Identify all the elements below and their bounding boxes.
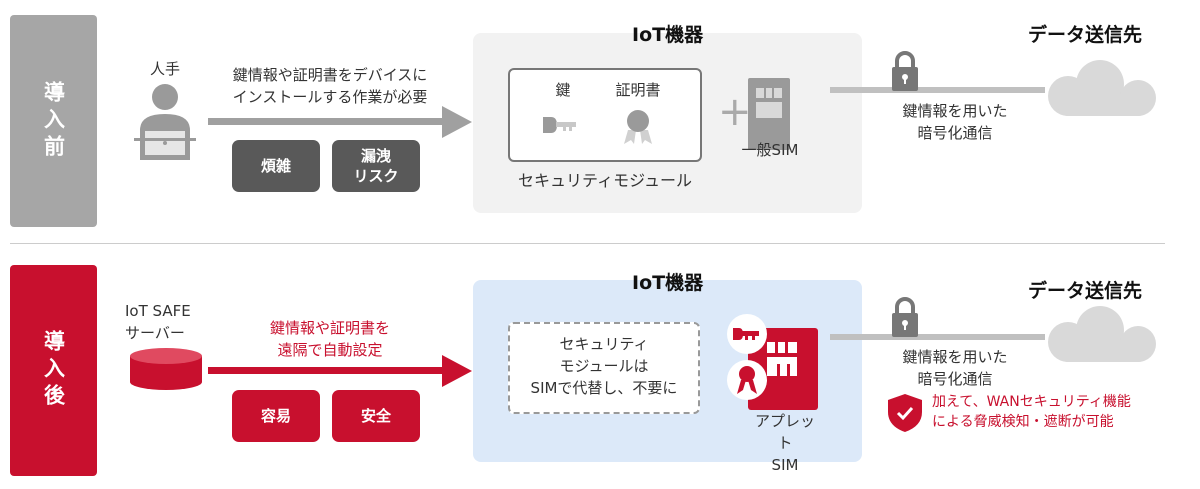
key-icon [543,117,576,133]
iot-device-title: IoT機器 [632,24,704,46]
certificate-label: 証明書 [615,81,661,99]
before-label: 導入前 [10,15,97,227]
before-arrow [208,106,472,138]
actor-label: 人手 [149,60,180,78]
connection-line-after [830,334,1045,340]
wan-security-note: 加えて、WANセキュリティ機能 による脅威検知・遮断が可能 [932,394,1131,430]
iot-device-title-after: IoT機器 [632,272,704,294]
connection-line [830,87,1045,93]
security-module-label: セキュリティモジュール [518,171,692,190]
server-database-icon [130,348,202,390]
applet-sim-icon [727,314,818,410]
certificate-icon [624,110,652,144]
server-label: IoT SAFE サーバー [125,302,191,342]
encrypted-link-text: 鍵情報を用いた 暗号化通信 [902,102,1008,142]
encrypted-link-text-after: 鍵情報を用いた 暗号化通信 [902,348,1008,388]
destination-title-after: データ送信先 [1028,280,1143,302]
badge-complex: 煩雑 [232,140,320,192]
person-laptop-icon [134,84,196,160]
before-arrow-text: 鍵情報や証明書をデバイスに インストールする作業が必要 [232,66,428,106]
applet-sim-label: アプレット SIM [754,412,815,474]
shield-check-icon [888,394,922,432]
lock-icon [892,297,918,337]
sim-card-icon [748,78,790,150]
after-arrow-text: 鍵情報や証明書を 遠隔で自動設定 [269,319,390,359]
cloud-icon [1048,306,1156,362]
after-label: 導入後 [10,265,97,476]
cloud-icon [1048,60,1156,116]
after-arrow [208,355,472,387]
module-replaced-box [508,322,700,414]
lock-icon [892,51,918,91]
badge-easy: 容易 [232,390,320,442]
module-replaced-text: セキュリティ モジュールは SIMで代替し、不要に [530,335,678,397]
badge-secure: 安全 [332,390,420,442]
destination-title: データ送信先 [1028,24,1143,46]
plus-icon: + [718,89,752,135]
section-divider [10,243,1165,244]
security-module-box [508,68,702,162]
badge-leak-risk: 漏洩 リスク [332,140,420,192]
sim-label: 一般SIM [741,141,799,159]
key-label: 鍵 [555,81,571,99]
